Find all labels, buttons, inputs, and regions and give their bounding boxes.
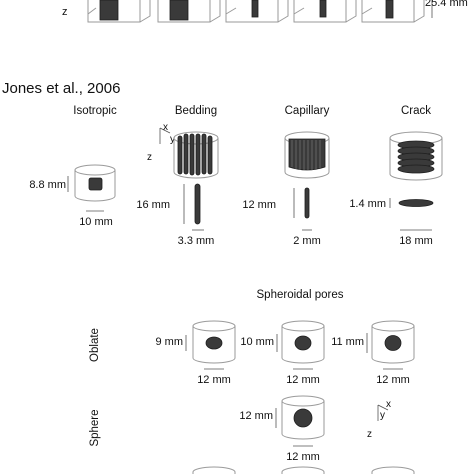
spheroidal-axis-z: z — [367, 429, 372, 440]
sphere-sample — [281, 395, 325, 440]
sphere-height-label: 12 mm — [239, 410, 273, 422]
jones-title: Jones et al., 2006 — [2, 80, 120, 97]
spheroidal-title: Spheroidal pores — [257, 289, 344, 301]
crack-width-label: 18 mm — [399, 235, 433, 247]
bedding-width-label: 3.3 mm — [178, 235, 215, 247]
sphere-width-label: 12 mm — [286, 451, 320, 463]
capillary-header: Capillary — [285, 105, 330, 117]
oblate-sample-2 — [281, 320, 325, 364]
isotropic-header: Isotropic — [73, 105, 117, 117]
sphere-row-label: Sphere — [89, 409, 101, 446]
top-sample-5 — [361, 0, 425, 23]
oblate-sample-3 — [371, 320, 415, 364]
bedding-height-label: 16 mm — [136, 199, 170, 211]
oblate-row-label: Oblate — [89, 328, 101, 362]
spheroidal-axis-x: x — [386, 399, 391, 410]
jones-axis-y: y — [170, 134, 175, 145]
crack-sample — [389, 131, 443, 181]
bedding-pore — [194, 183, 201, 225]
jones-axis-x: x — [163, 122, 168, 133]
capillary-height-label: 12 mm — [242, 199, 276, 211]
top-axis-z-label: z — [62, 6, 68, 18]
isotropic-width-label: 10 mm — [79, 216, 113, 228]
crack-height-label: 1.4 mm — [349, 198, 386, 210]
crack-header: Crack — [401, 105, 431, 117]
oblate-3-height-label: 11 mm — [331, 336, 364, 348]
oblate-2-width-label: 12 mm — [286, 374, 320, 386]
spheroidal-axes-triad: x y z — [367, 399, 391, 440]
jones-axis-z: z — [147, 152, 152, 163]
oblate-2-height-label: 10 mm — [240, 336, 274, 348]
bottom-cropped-row — [192, 466, 415, 474]
crack-pore — [398, 199, 434, 207]
jones-axes-triad: x y z — [147, 122, 175, 163]
oblate-1-height-label: 9 mm — [156, 336, 184, 348]
top-sample-1 — [87, 0, 151, 23]
capillary-sample — [284, 131, 330, 179]
spheroidal-axis-y: y — [380, 410, 385, 421]
isotropic-pore — [88, 177, 103, 191]
bedding-header: Bedding — [175, 105, 217, 117]
bedding-sample — [173, 131, 219, 179]
top-dimension-label: 25.4 mm — [425, 0, 468, 9]
top-sample-3 — [225, 0, 289, 23]
isotropic-sample — [74, 164, 116, 202]
capillary-pore — [304, 187, 310, 219]
oblate-sample-1 — [192, 320, 236, 364]
top-section: z — [62, 0, 468, 23]
oblate-3-width-label: 12 mm — [376, 374, 410, 386]
top-sample-2 — [157, 0, 221, 23]
top-sample-4 — [293, 0, 357, 23]
capillary-width-label: 2 mm — [293, 235, 321, 247]
oblate-1-width-label: 12 mm — [197, 374, 231, 386]
isotropic-height-label: 8.8 mm — [29, 179, 66, 191]
